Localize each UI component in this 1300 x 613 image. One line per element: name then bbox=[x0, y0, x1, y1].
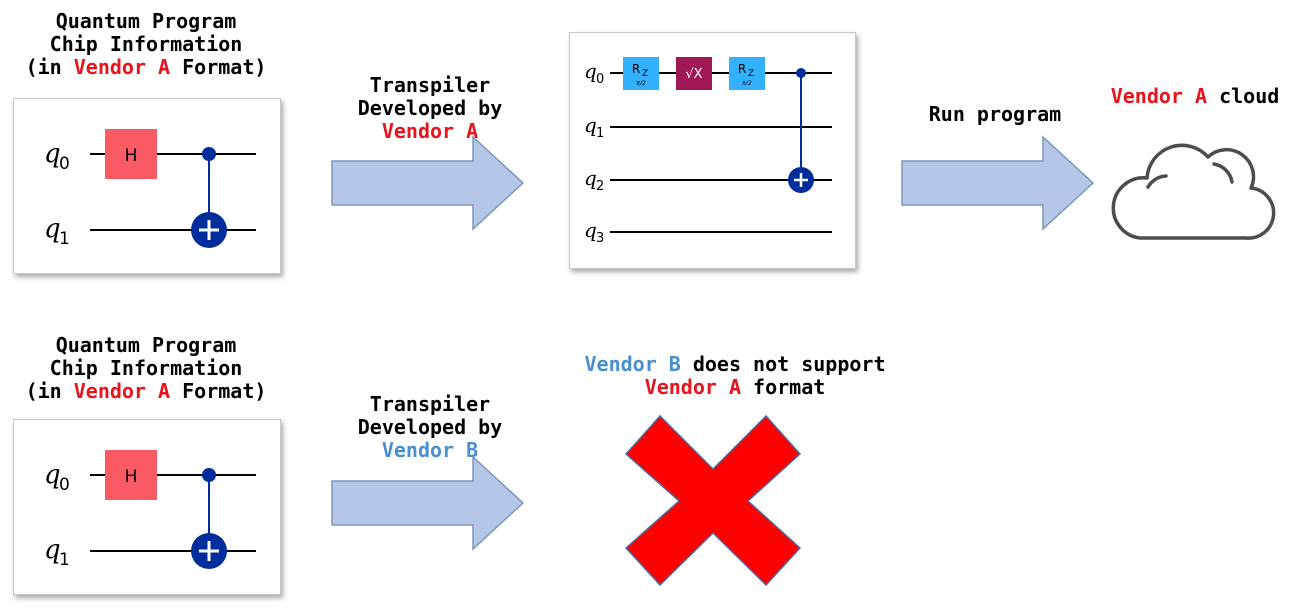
svg-text:q: q bbox=[44, 535, 61, 565]
sx-gate: √X bbox=[676, 57, 712, 90]
qubit-q1-label: q 1 bbox=[584, 113, 604, 141]
svg-text:Z: Z bbox=[748, 69, 754, 79]
svg-text:3: 3 bbox=[596, 231, 604, 246]
qubit-q1-label: q 1 bbox=[44, 214, 70, 249]
h-gate: H bbox=[105, 129, 157, 179]
svg-text:2: 2 bbox=[596, 179, 604, 194]
qubit-q0-label: q 0 bbox=[584, 59, 604, 87]
top-input-label-line2: Chip Information bbox=[49, 32, 243, 56]
top-input-circuit: q 0 q 1 H bbox=[44, 129, 256, 249]
qubit-q1-label: q 1 bbox=[44, 535, 70, 570]
qubit-q0-label: q 0 bbox=[44, 139, 70, 174]
top-transpiler-label: Transpiler Developed by Vendor A bbox=[330, 74, 530, 143]
svg-text:√X: √X bbox=[685, 67, 702, 82]
cnot-gate bbox=[788, 68, 814, 193]
svg-text:q: q bbox=[44, 214, 61, 244]
top-output-circuit-panel: q 0 q 1 q 2 q 3 R Z π/2 √X bbox=[569, 32, 856, 269]
vendor-a-text: Vendor A bbox=[644, 375, 742, 399]
vendor-a-text: Vendor A bbox=[381, 119, 479, 143]
bottom-input-label: Quantum Program Chip Information (in Ven… bbox=[25, 333, 267, 403]
qubit-q2-label: q 2 bbox=[584, 166, 604, 194]
control-dot bbox=[202, 147, 216, 161]
top-input-label-line1: Quantum Program bbox=[55, 9, 237, 33]
unsupported-format-label: Vendor B does not support Vendor A forma… bbox=[584, 352, 886, 399]
top-input-circuit-panel: q 0 q 1 H bbox=[13, 98, 281, 274]
svg-text:π/2: π/2 bbox=[742, 80, 752, 87]
bottom-input-circuit-panel: q 0 q 1 H bbox=[13, 419, 281, 595]
svg-text:1: 1 bbox=[59, 550, 70, 570]
svg-text:q: q bbox=[584, 59, 597, 83]
control-dot bbox=[796, 68, 806, 78]
svg-text:0: 0 bbox=[596, 72, 604, 87]
qubit-q3-label: q 3 bbox=[584, 218, 604, 246]
svg-text:H: H bbox=[125, 146, 138, 166]
rz-gate-2: R Z π/2 bbox=[729, 57, 765, 90]
bottom-transpiler-label: Transpiler Developed by Vendor B bbox=[330, 393, 530, 462]
vendor-a-text: Vendor A bbox=[1110, 84, 1208, 108]
svg-text:R: R bbox=[632, 62, 640, 76]
top-transpiler-arrow bbox=[331, 135, 525, 231]
control-dot bbox=[202, 468, 216, 482]
top-input-label: Quantum Program Chip Information (in Ven… bbox=[10, 10, 282, 79]
vendor-a-text: Vendor A bbox=[73, 55, 171, 79]
svg-text:1: 1 bbox=[596, 126, 604, 141]
svg-text:H: H bbox=[125, 467, 138, 487]
h-gate: H bbox=[105, 450, 157, 500]
bottom-input-circuit: q 0 q 1 H bbox=[44, 450, 256, 570]
cloud-icon bbox=[1111, 143, 1276, 240]
svg-text:Z: Z bbox=[642, 69, 648, 79]
vendor-b-text: Vendor B bbox=[381, 438, 479, 462]
svg-text:q: q bbox=[584, 166, 597, 190]
svg-text:0: 0 bbox=[59, 154, 70, 174]
run-arrow bbox=[901, 135, 1095, 231]
vendor-b-text: Vendor B bbox=[584, 352, 681, 376]
top-output-circuit: q 0 q 1 q 2 q 3 R Z π/2 √X bbox=[584, 57, 832, 246]
svg-text:q: q bbox=[44, 460, 61, 490]
svg-text:1: 1 bbox=[59, 229, 70, 249]
svg-text:q: q bbox=[584, 218, 597, 242]
top-input-label-line3: (in Vendor A Format) bbox=[25, 55, 267, 79]
cnot-gate bbox=[191, 147, 227, 248]
rz-gate-1: R Z π/2 bbox=[623, 57, 659, 90]
cloud-label: Vendor A cloud bbox=[1110, 84, 1280, 108]
cnot-gate bbox=[191, 468, 227, 569]
svg-text:π/2: π/2 bbox=[636, 80, 646, 87]
svg-text:R: R bbox=[738, 62, 746, 76]
vendor-a-text: Vendor A bbox=[73, 379, 171, 403]
bottom-transpiler-arrow bbox=[331, 455, 525, 551]
svg-text:q: q bbox=[44, 139, 61, 169]
svg-text:q: q bbox=[584, 113, 597, 137]
run-program-label: Run program bbox=[928, 102, 1062, 126]
error-cross-icon bbox=[624, 414, 802, 587]
qubit-q0-label: q 0 bbox=[44, 460, 70, 495]
svg-text:0: 0 bbox=[59, 475, 70, 495]
